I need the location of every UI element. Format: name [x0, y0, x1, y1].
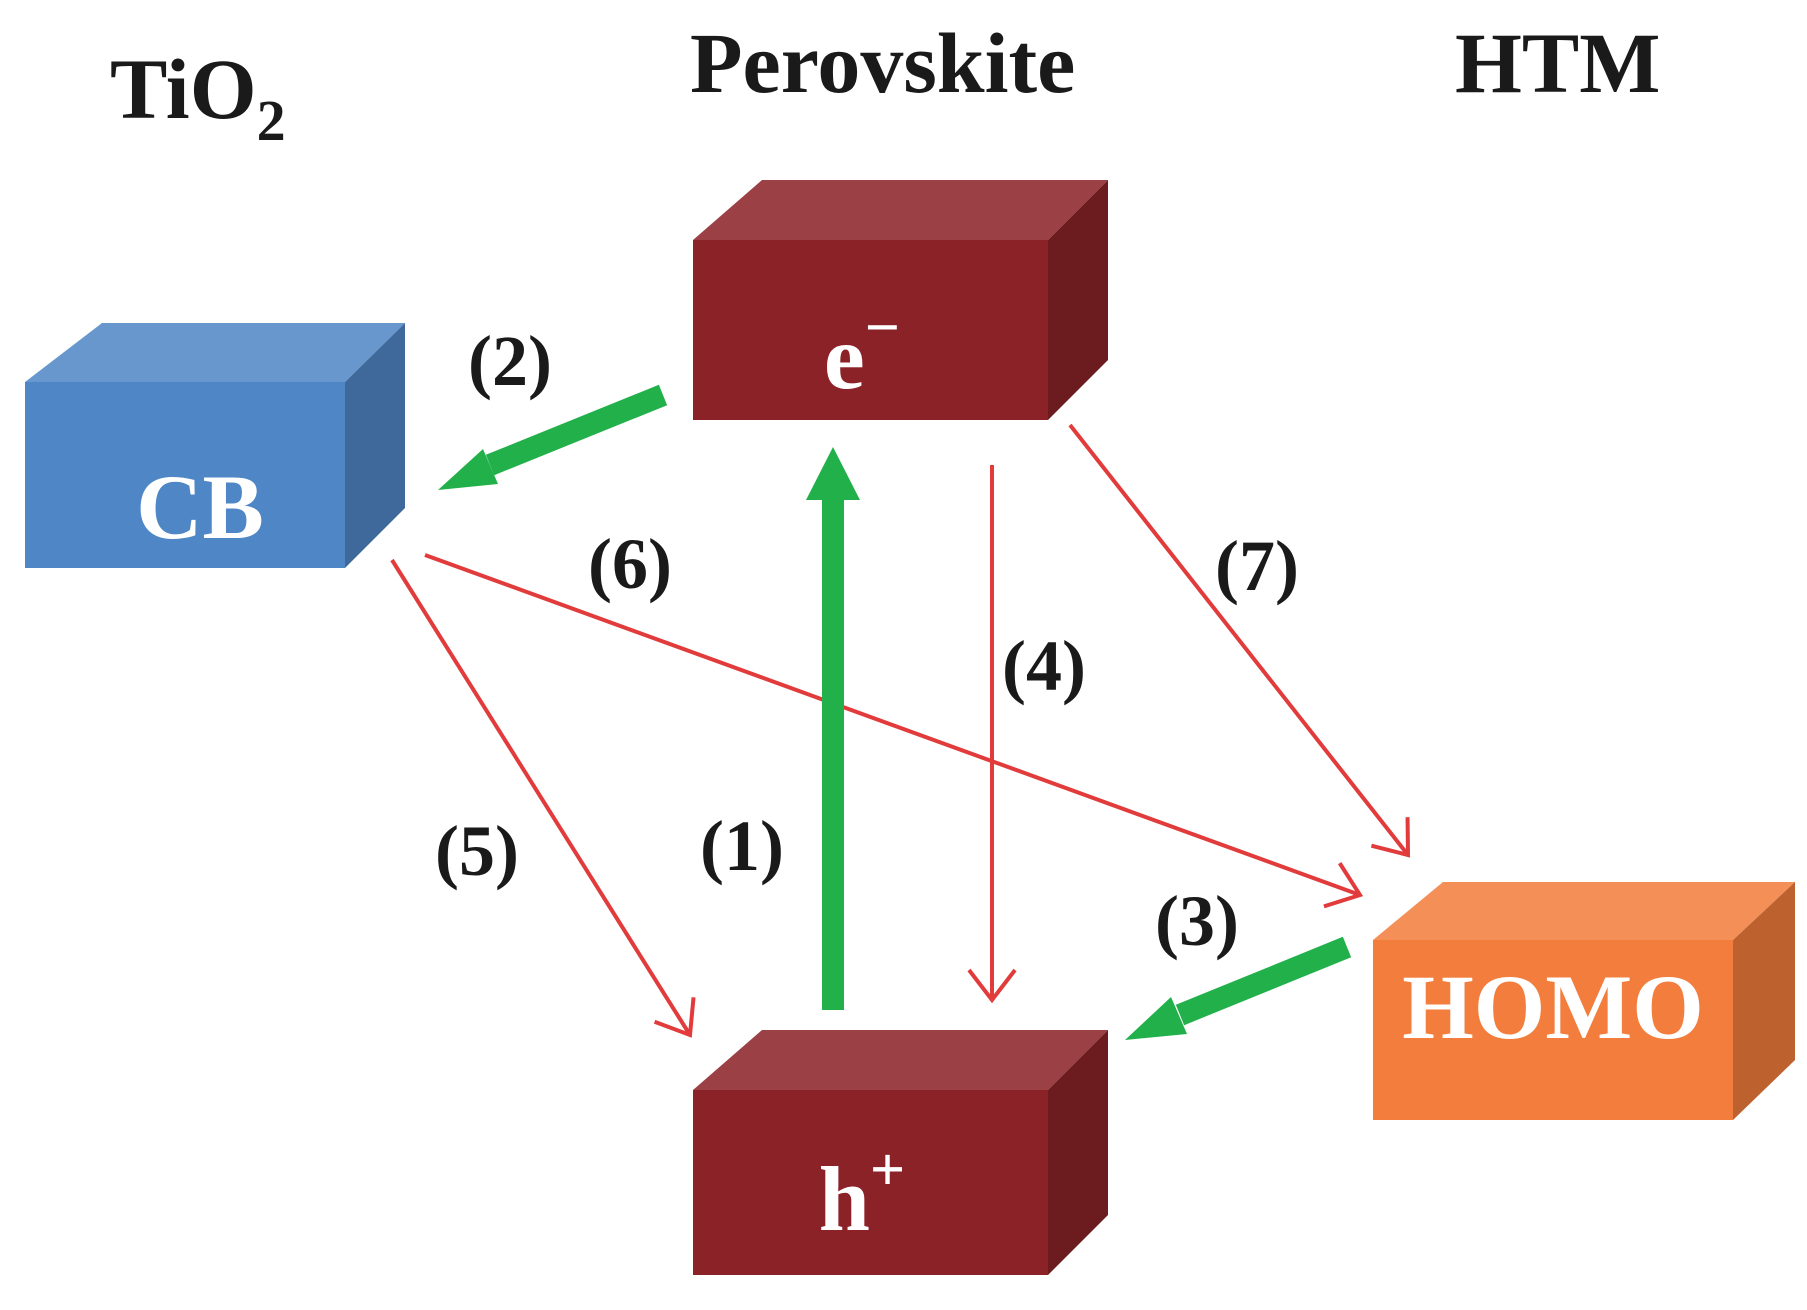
- step-label-3: (3): [1155, 881, 1239, 961]
- arrow-step-7: [1068, 423, 1411, 858]
- cb-box: CB: [25, 323, 405, 568]
- cb-box-top: [25, 323, 405, 382]
- electron-box-top: [693, 180, 1108, 240]
- arrow-step-5: [390, 558, 696, 1038]
- homo-box-top: [1373, 882, 1795, 940]
- arrow-step-2: [438, 384, 668, 490]
- hole-box-side: [1048, 1030, 1108, 1275]
- header-htm: HTM: [1455, 15, 1660, 111]
- electron-box: e−: [693, 180, 1108, 420]
- arrow-step-1: [806, 447, 860, 1010]
- hole-label: h+: [819, 1136, 906, 1250]
- homo-box-side: [1733, 882, 1795, 1120]
- step-label-4: (4): [1002, 626, 1086, 706]
- hole-box-top: [693, 1030, 1108, 1090]
- homo-box-front: [1373, 940, 1733, 1120]
- electron-box-side: [1048, 180, 1108, 420]
- cb-box-front: [25, 382, 345, 568]
- step-label-7: (7): [1215, 526, 1299, 606]
- arrow-step-6: [424, 553, 1364, 909]
- electron-label: e−: [824, 294, 900, 408]
- step-label-5: (5): [435, 811, 519, 891]
- hole-box-front: [693, 1090, 1048, 1275]
- homo-box: HOMO: [1373, 882, 1795, 1120]
- step-label-2: (2): [468, 321, 552, 401]
- homo-label: HOMO: [1402, 956, 1704, 1058]
- arrow-step-3: [1125, 936, 1352, 1040]
- electron-box-front: [693, 240, 1048, 420]
- hole-box: h+: [693, 1030, 1108, 1275]
- step-label-6: (6): [588, 524, 672, 604]
- cb-box-side: [345, 323, 405, 568]
- step-label-1: (1): [700, 806, 784, 886]
- cb-label: CB: [136, 456, 264, 558]
- header-tio2: TiO2: [110, 41, 286, 153]
- header-perovskite: Perovskite: [690, 15, 1075, 111]
